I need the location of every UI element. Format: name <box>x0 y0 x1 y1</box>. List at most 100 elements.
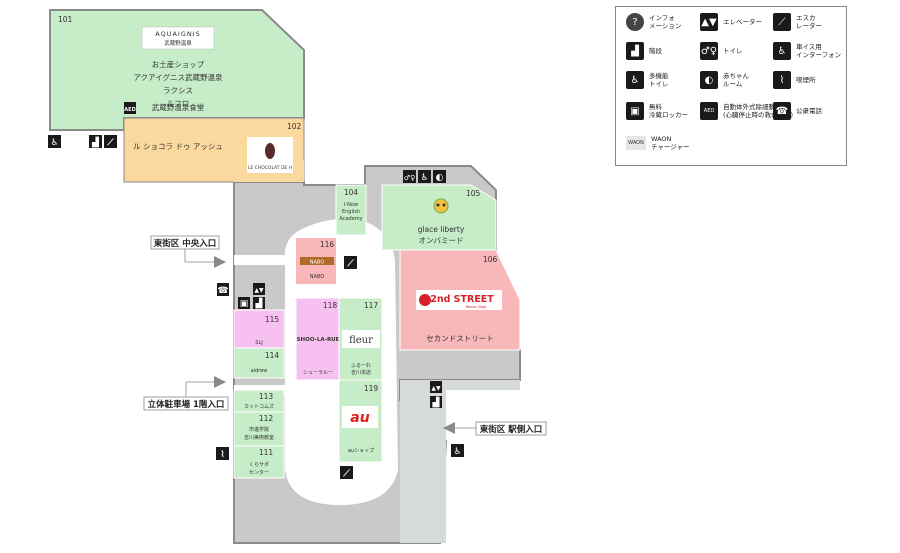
svg-text:⟋: ⟋ <box>342 468 350 479</box>
toilet-icon: ♂♀ <box>700 42 718 60</box>
smoking-area-icon: ⌇ <box>773 71 791 89</box>
escalator-icon: ⟋ <box>340 466 353 479</box>
store-111[interactable]: 111 くらサポ センター <box>233 445 285 479</box>
legend-label: 階段 <box>649 47 662 55</box>
entrance-central[interactable]: 東街区 中央入口 <box>150 235 226 268</box>
legend-label: 車イス用 インターフォン <box>796 43 842 59</box>
legend-item: ⌇ 喫煙所 <box>773 71 816 89</box>
svg-text:▲▼: ▲▼ <box>254 287 264 294</box>
store-101-logo-sub: 武蔵野温泉 <box>164 39 192 47</box>
store-112[interactable]: 112 市進学院 吉川美術教室 <box>233 411 285 447</box>
store-113[interactable]: 113 カットコムズ <box>233 389 285 413</box>
legend-label: 喫煙所 <box>796 76 816 84</box>
svg-text:☎: ☎ <box>217 286 228 296</box>
store-102[interactable]: 102 ル ショコラ ドゥ アッシュ LE CHOCOLAT DE H <box>123 117 305 183</box>
svg-text:▟: ▟ <box>255 297 264 309</box>
store-104[interactable]: 104 I-Now English Academy <box>335 184 367 236</box>
coin-locker-icon: ▣ <box>238 297 250 309</box>
legend-item: ☎ 公衆電話 <box>773 102 822 120</box>
elevator-icon: ▲▼ <box>700 13 718 31</box>
legend-label: エスカ レーター <box>796 14 822 30</box>
store-106[interactable]: 106 2nd STREET Reuse Shop セカンドストリート <box>399 249 521 351</box>
legend-label: 赤ちゃん ルーム <box>723 72 749 88</box>
store-114-number: 114 <box>265 351 280 360</box>
store-112-number: 112 <box>259 414 274 423</box>
entrance-station-label: 東街区 駅側入口 <box>480 424 542 435</box>
svg-text:♿: ♿ <box>453 447 461 457</box>
store-114-name: aidrew <box>251 368 268 374</box>
store-101-number: 101 <box>58 15 73 24</box>
toilet-icon: ♂♀ <box>403 170 416 183</box>
legend-label: WAON チャージャー <box>651 135 690 151</box>
store-118[interactable]: 118 SHOO-LA-RUE シューラルー <box>295 297 340 381</box>
escalator-icon: ⟋ <box>773 13 791 31</box>
store-104-line: I-Now <box>344 202 358 208</box>
entrance-central-label: 東街区 中央入口 <box>154 238 216 249</box>
store-114[interactable]: 114 aidrew <box>233 347 285 379</box>
svg-text:▟: ▟ <box>432 396 441 408</box>
legend-label: インフォ メーション <box>649 14 682 30</box>
multipurpose-toilet-icon: ♿ <box>418 170 431 183</box>
information-icon: ? <box>626 13 644 31</box>
legend-item: ◐ 赤ちゃん ルーム <box>700 71 749 89</box>
store-104-line: English <box>342 209 360 215</box>
svg-text:⌇: ⌇ <box>220 449 224 460</box>
store-101[interactable]: 101 AQUAIGNIS 武蔵野温泉 お土産ショップ アクアイグニス武蔵野温泉… <box>49 9 305 131</box>
legend-item: ? インフォ メーション <box>626 13 681 31</box>
svg-text:▲▼: ▲▼ <box>431 385 441 392</box>
baby-room-icon: ◐ <box>700 71 718 89</box>
legend-item: ♿車イス用 インターフォン <box>773 42 841 60</box>
legend-label: 公衆電話 <box>796 107 822 115</box>
store-118-logo: SHOO-LA-RUE <box>297 337 340 343</box>
entrance-parking[interactable]: 立体駐車場 1階入口 <box>143 376 229 411</box>
store-119-name: auショップ <box>348 448 374 454</box>
legend-item: ▲▼エレベーター <box>700 13 762 31</box>
store-101-line: アクアイグニス武蔵野温泉 <box>133 72 223 82</box>
wheelchair-intercom-icon: ♿ <box>451 444 464 457</box>
store-111-line: センター <box>249 469 269 476</box>
stairs-icon: ▟ <box>430 396 442 408</box>
store-117-line: ふるーれ <box>351 363 371 369</box>
store-116-logo: NABO <box>310 260 325 266</box>
svg-text:⟋: ⟋ <box>346 258 354 269</box>
stairs-icon: ▟ <box>626 42 644 60</box>
elevator-icon: ▲▼ <box>253 283 265 295</box>
store-119-number: 119 <box>364 384 379 393</box>
store-111-number: 111 <box>259 448 274 457</box>
store-115-name: SLJ <box>255 340 262 346</box>
svg-text:♿: ♿ <box>420 173 428 183</box>
svg-text:♂♀: ♂♀ <box>404 174 415 182</box>
store-106-number: 106 <box>483 255 498 264</box>
store-101-line: お土産ショップ <box>152 59 205 69</box>
store-112-line: 市進学院 <box>249 426 269 433</box>
legend-label: トイレ <box>723 47 743 55</box>
escalator-icon: ⟋ <box>344 256 357 269</box>
legend-item: ⟋ エスカ レーター <box>773 13 822 31</box>
store-106-logo: 2nd STREET <box>430 294 494 305</box>
store-116[interactable]: 116 NABO NABO <box>296 238 336 284</box>
legend-item: ♂♀ トイレ <box>700 42 743 60</box>
legend-label: 自動体外式除細動器 (心臓停止時の救命装置) <box>723 103 794 119</box>
public-phone-icon: ☎ <box>773 102 791 120</box>
store-118-number: 118 <box>323 301 338 310</box>
store-105-line: オンバミード <box>419 236 464 245</box>
stairs-icon: ▟ <box>89 135 102 148</box>
svg-text:⟋: ⟋ <box>106 137 114 148</box>
store-104-line: Academy <box>339 216 362 222</box>
store-117-number: 117 <box>364 301 379 310</box>
store-115-number: 115 <box>265 315 280 324</box>
store-117[interactable]: 117 fleur ふるーれ 吉川本店 <box>338 297 383 381</box>
store-102-logo: LE CHOCOLAT DE H <box>248 165 292 171</box>
store-105[interactable]: 105 glace liberty オンバミード <box>381 184 497 251</box>
store-115[interactable]: 115 SLJ <box>233 309 285 349</box>
coin-locker-icon: ▣ <box>626 102 644 120</box>
public-phone-icon: ☎ <box>217 283 229 296</box>
entrance-station[interactable]: 東街区 駅側入口 <box>443 421 547 436</box>
store-111-line: くらサポ <box>249 461 269 468</box>
entrance-parking-label: 立体駐車場 1階入口 <box>148 399 225 410</box>
legend-item: ♿多機能 トイレ <box>626 71 669 89</box>
store-106-logo-sub: Reuse Shop <box>466 305 487 309</box>
store-119[interactable]: 119 au auショップ <box>338 379 383 463</box>
waon-charger-icon: WAON <box>626 136 646 150</box>
